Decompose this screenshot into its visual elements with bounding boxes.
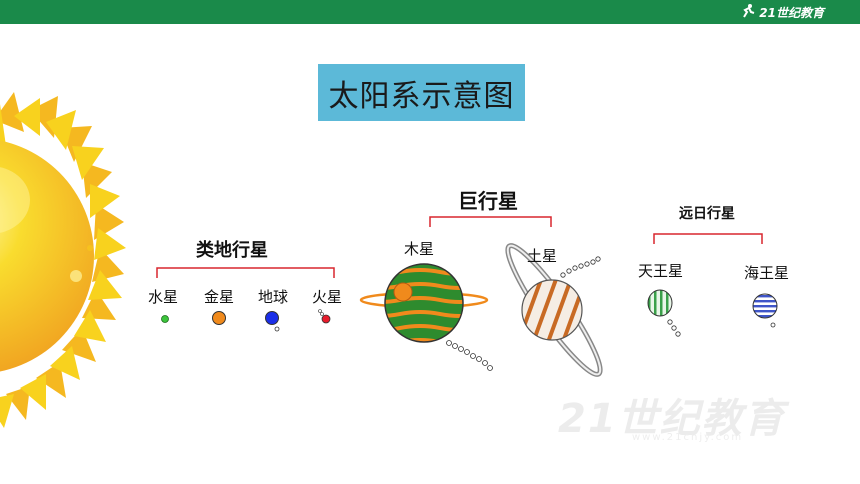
label-mercury: 水星	[148, 288, 179, 306]
runner-icon	[740, 3, 756, 22]
neptune-icon	[752, 293, 778, 328]
header-bar	[0, 0, 860, 24]
label-mars: 火星	[312, 288, 343, 306]
mercury-icon	[161, 315, 169, 323]
label-earth: 地球	[258, 288, 289, 306]
watermark-text: 21世纪教育	[558, 396, 786, 442]
header-logo-text: 21世纪教育	[759, 5, 824, 20]
label-saturn: 土星	[527, 247, 558, 265]
label-uranus: 天王星	[638, 262, 684, 280]
bracket-giant	[429, 216, 552, 227]
group-label-terrestrial: 类地行星	[196, 240, 268, 261]
label-neptune: 海王星	[744, 264, 790, 282]
group-label-outer: 远日行星	[679, 206, 735, 222]
header-logo: 21世纪教育	[740, 3, 824, 21]
bracket-terrestrial	[156, 267, 335, 278]
group-label-giant: 巨行星	[458, 189, 518, 213]
earth-icon	[265, 311, 280, 332]
label-jupiter: 木星	[404, 240, 435, 258]
jupiter-icon	[359, 263, 493, 371]
venus-icon	[212, 311, 226, 325]
mars-icon	[318, 309, 331, 324]
saturn-icon	[505, 243, 603, 377]
watermark-url: www.21cnjy.com	[632, 432, 744, 443]
page-title: 太阳系示意图	[318, 64, 525, 121]
uranus-icon	[647, 289, 681, 337]
sun-icon	[0, 92, 126, 428]
label-venus: 金星	[204, 288, 235, 306]
bracket-outer	[653, 233, 763, 244]
